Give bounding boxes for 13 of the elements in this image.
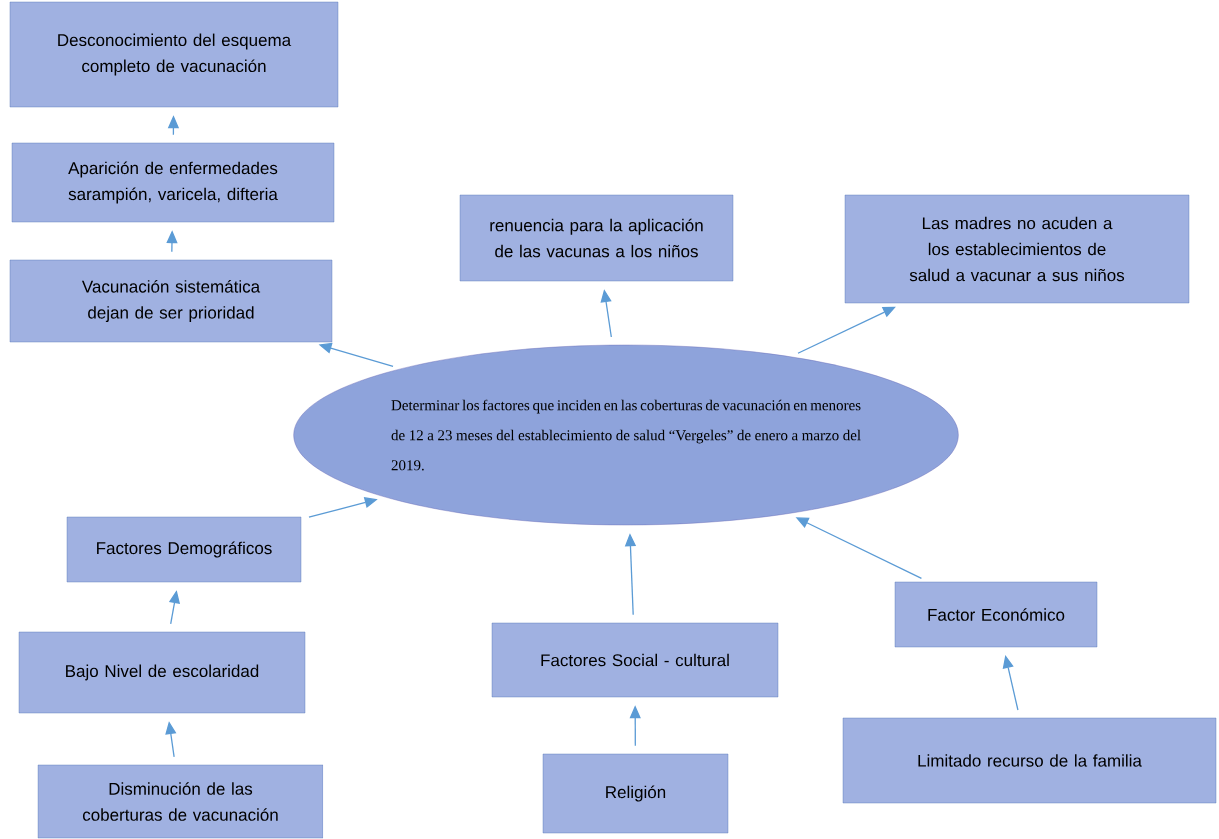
- arrow: [797, 306, 896, 354]
- factor-box: Disminución de las coberturas de vacunación: [37, 764, 324, 839]
- factor-box: Vacunación sistemática dejan de ser prioridad: [9, 259, 333, 343]
- factor-box: Factores Demográficos: [66, 516, 302, 583]
- factor-box: Bajo Nivel de escolaridad: [18, 631, 306, 714]
- factor-box: Desconocimiento del esquema completo de vacunación: [9, 1, 339, 108]
- factor-box: Factor Económico: [894, 581, 1098, 648]
- factor-box: Factores Social - cultural: [491, 622, 779, 698]
- factor-box: Limitado recurso de la familia: [842, 717, 1217, 804]
- factor-box: Las madres no acuden a los establecimientos de salud a vacunar a sus niños: [844, 194, 1190, 304]
- factor-box: renuencia para la aplicación de las vacunas a los niños: [459, 194, 734, 282]
- factor-box: Aparición de enfermedades sarampión, varicela, difteria: [11, 142, 335, 223]
- factor-box: Religión: [542, 753, 729, 834]
